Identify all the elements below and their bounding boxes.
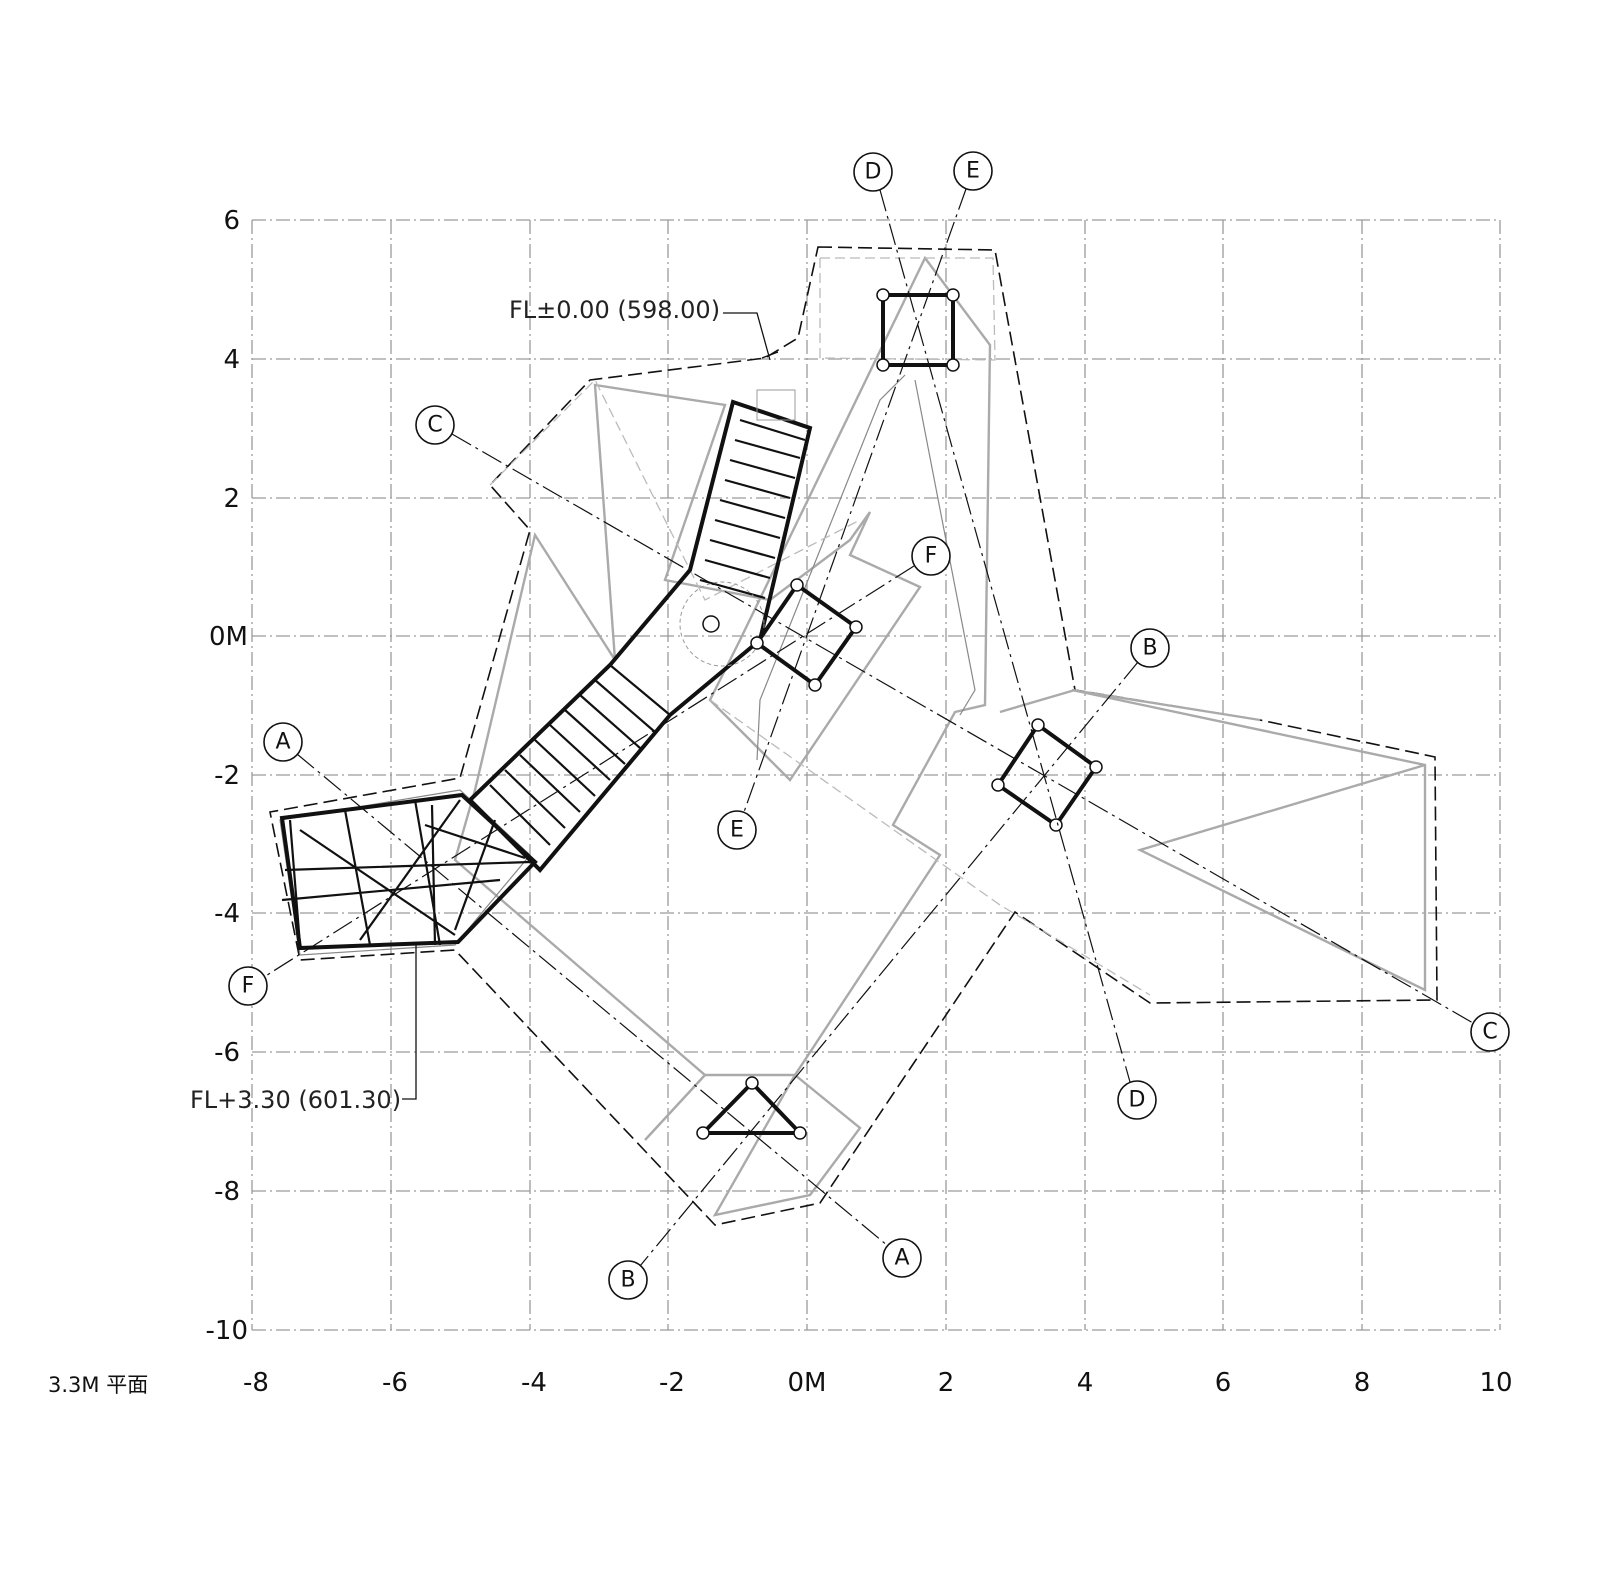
- x-tick: 10: [1479, 1368, 1512, 1398]
- grid-bubble-d-bottom: D: [1117, 1080, 1157, 1120]
- grid-bubble-f-top: F: [911, 536, 951, 576]
- y-tick: -2: [214, 761, 240, 791]
- svg-text:F: F: [242, 974, 255, 999]
- svg-text:F: F: [925, 544, 938, 569]
- y-axis-labels: 6 4 2 0M -2 -4 -6 -8 -10: [206, 206, 248, 1346]
- svg-text:B: B: [620, 1268, 635, 1293]
- x-tick: 0M: [788, 1368, 827, 1398]
- level-note-lower: FL+3.30 (601.30): [190, 1086, 401, 1114]
- svg-text:D: D: [1129, 1088, 1146, 1113]
- building-outlines: [269, 246, 1438, 1226]
- svg-text:B: B: [1142, 636, 1157, 661]
- plan-title: 3.3M 平面: [48, 1373, 148, 1397]
- level-annotations: FL±0.00 (598.00) FL+3.30 (601.30): [190, 296, 779, 1114]
- y-tick: -6: [214, 1038, 240, 1068]
- y-tick: 2: [223, 484, 240, 514]
- structural-axes: [263, 188, 1474, 1267]
- staircase: [467, 389, 813, 873]
- svg-text:D: D: [865, 160, 882, 185]
- y-tick: -10: [206, 1316, 248, 1346]
- x-tick: 8: [1354, 1368, 1371, 1398]
- x-tick: 4: [1077, 1368, 1094, 1398]
- y-tick: -8: [214, 1177, 240, 1207]
- columns: [696, 288, 1103, 1140]
- grid-bubble-a-top: A: [263, 722, 303, 762]
- grid-bubble-e-top: E: [953, 151, 993, 191]
- y-tick: 0M: [209, 622, 248, 652]
- grid-bubble-d-top: D: [853, 152, 893, 192]
- svg-text:E: E: [966, 159, 980, 184]
- y-tick: 4: [223, 345, 240, 375]
- svg-text:C: C: [427, 413, 442, 438]
- svg-text:C: C: [1482, 1020, 1497, 1045]
- grid-lines: [251, 219, 1501, 1331]
- grid-bubble-f-bottom: F: [228, 966, 268, 1006]
- y-tick: -4: [214, 899, 240, 929]
- x-axis-labels: -8 -6 -4 -2 0M 2 4 6 8 10: [243, 1368, 1513, 1398]
- grid-bubble-c-top: C: [415, 405, 455, 445]
- grid-bubble-b-top: B: [1130, 628, 1170, 668]
- y-tick: 6: [223, 206, 240, 236]
- x-tick: -4: [521, 1368, 547, 1398]
- x-tick: 2: [938, 1368, 955, 1398]
- grid-bubbles: D E C F B A E F C D A B: [228, 151, 1510, 1300]
- svg-text:A: A: [275, 730, 290, 755]
- grid-bubble-b-bottom: B: [608, 1260, 648, 1300]
- x-tick: -8: [243, 1368, 269, 1398]
- x-tick: 6: [1215, 1368, 1232, 1398]
- svg-text:A: A: [894, 1246, 909, 1271]
- lower-platform: [279, 792, 538, 951]
- level-note-upper: FL±0.00 (598.00): [509, 296, 720, 324]
- grid-bubble-c-bottom: C: [1470, 1012, 1510, 1052]
- x-tick: -6: [382, 1368, 408, 1398]
- grid-bubble-a-bottom: A: [882, 1238, 922, 1278]
- svg-text:E: E: [730, 818, 744, 843]
- x-tick: -2: [659, 1368, 685, 1398]
- grid-bubble-e-bottom: E: [717, 810, 757, 850]
